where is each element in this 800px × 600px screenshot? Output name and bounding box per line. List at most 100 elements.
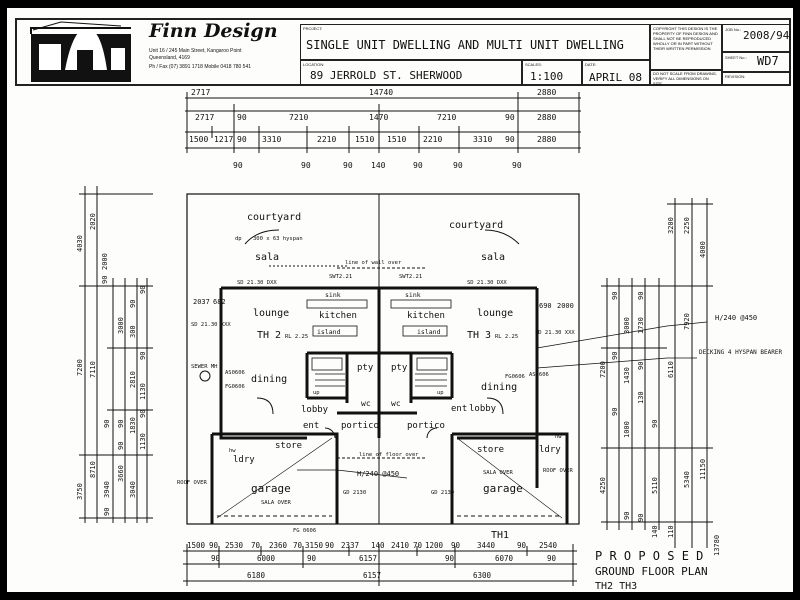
bottom-dim-1-g: 3150 xyxy=(305,541,324,550)
job-cell xyxy=(722,24,791,52)
top-dim-3-g: 1510 xyxy=(387,135,406,144)
top-dim-3-j: 90 xyxy=(505,135,515,144)
project-cell xyxy=(300,24,650,60)
unit-th3: TH 3 xyxy=(467,330,491,341)
bottom-dim-3-c: 6300 xyxy=(473,571,492,580)
note-lintel-left: RL 2.25 xyxy=(285,334,308,340)
right-dim-fine-14: 90 xyxy=(623,512,631,520)
top-dim-3-h: 2210 xyxy=(423,135,442,144)
plan-title-proposed: P R O P O S E D xyxy=(595,549,703,563)
left-dimension-lines xyxy=(79,186,153,523)
room-kitchen-right: kitchen xyxy=(407,311,445,321)
right-dim-mid-4: 6110 xyxy=(667,361,675,378)
note-floor-over: line of floor over xyxy=(359,452,419,458)
bottom-dim-2-a: 90 xyxy=(211,554,221,563)
top-dim-1-a: 2717 xyxy=(191,88,210,97)
job-label: JOB No.: xyxy=(725,27,742,32)
right-dim-inner-3: 2250 xyxy=(683,217,691,234)
note-fg-bottom: FG 0606 xyxy=(293,528,316,534)
bottom-dim-1-h: 90 xyxy=(325,541,335,550)
right-dimension-lines xyxy=(601,198,713,548)
top-dim-2-c: 7210 xyxy=(289,113,308,122)
bottom-dim-2-f: 6070 xyxy=(495,554,514,563)
left-dim-fine-13: 3040 xyxy=(129,481,137,498)
room-store-right: store xyxy=(477,445,504,455)
location-cell xyxy=(300,60,522,86)
sink-left-label: sink xyxy=(325,291,341,299)
bottom-dim-3-b: 6157 xyxy=(363,571,381,580)
top-dim-3-i: 3310 xyxy=(473,135,492,144)
top-dim-2-a: 2717 xyxy=(195,113,214,122)
right-dim-outer-3: 13780 xyxy=(713,535,721,556)
scale-label: SCALES: xyxy=(525,62,542,67)
top-dim-3-e: 2210 xyxy=(317,135,336,144)
left-dim-inner-1: 2000 xyxy=(101,253,109,270)
bottom-dim-1-m: 1200 xyxy=(425,541,444,550)
note-sw-left: SWT2.21 xyxy=(329,274,352,280)
bottom-dim-1-o: 3440 xyxy=(477,541,496,550)
room-courtyard-left: courtyard xyxy=(247,212,301,223)
note-sd-right-2: SD 21.30 XXX xyxy=(535,330,575,336)
room-pty-right: pty xyxy=(391,363,408,373)
firm-address-2: Queensland, 4169 xyxy=(149,55,190,61)
note-beam-right: H/240 @450 xyxy=(715,314,757,322)
top-dimension-lines xyxy=(185,92,581,153)
right-dim-fine-11: 140 xyxy=(651,525,659,538)
left-dim-mid-2: 7110 xyxy=(89,361,97,378)
sewer-manhole xyxy=(199,370,211,382)
project-label: PROJECT: xyxy=(303,26,323,31)
right-dim-mid-3: 3200 xyxy=(667,217,675,234)
top-dim-2-d: 1470 xyxy=(369,113,388,122)
note-sala-over-right: SALA OVER xyxy=(483,470,513,476)
left-dim-fine-1: 90 xyxy=(129,300,137,308)
note-dp: dp xyxy=(235,236,242,242)
room-courtyard-right: courtyard xyxy=(449,220,503,231)
note-roof-over-left: ROOF OVER xyxy=(177,480,207,486)
note-sw-right: SWT2.21 xyxy=(399,274,422,280)
right-dim-fine-4: 90 xyxy=(611,352,619,360)
island-left-label: island xyxy=(317,328,341,336)
top-dim-4-c: 90 xyxy=(343,161,353,170)
kitchen-bench-right xyxy=(390,299,452,309)
right-dim-fine-12: 90 xyxy=(637,514,645,522)
bottom-dim-2-c: 90 xyxy=(307,554,317,563)
bottom-dim-1-i: 2337 xyxy=(341,541,359,550)
room-ldry-left: ldry xyxy=(233,455,255,465)
copyright-note: COPYRIGHT THIS DESIGN IS THE PROPERTY OF… xyxy=(653,26,718,51)
bottom-dim-1-j: 140 xyxy=(371,541,385,550)
left-dim-fine-14: 90 xyxy=(103,508,111,516)
note-sala-over-left: SALA OVER xyxy=(261,500,291,506)
note-dim-right: 690 xyxy=(539,302,552,310)
left-dim-fine-9: 90 xyxy=(117,420,125,428)
top-dim-2-e: 7210 xyxy=(437,113,456,122)
bottom-dim-1-b: 90 xyxy=(209,541,219,550)
room-sala-left: sala xyxy=(255,252,279,263)
note-sd-left-1: SD 21.30 DXX xyxy=(237,280,277,286)
top-dim-4-a: 90 xyxy=(233,161,243,170)
top-dim-3-c: 90 xyxy=(237,135,247,144)
note-hw-left: hw xyxy=(229,448,236,454)
kitchen-bench-left xyxy=(306,299,368,309)
room-ldry-right: ldry xyxy=(539,445,561,455)
location-label: LOCATION: xyxy=(303,62,325,67)
note-sd-right-1: SD 21.30 DXX xyxy=(467,280,507,286)
bottom-dim-1-n: 90 xyxy=(451,541,461,550)
note-sewer: SEWER MH xyxy=(191,364,218,370)
building-walls xyxy=(210,286,569,524)
site-boundary xyxy=(186,193,580,525)
firm-address-1: Unit 16 / 245 Main Street, Kangaroo Poin… xyxy=(149,48,242,54)
left-dim-inner-3: 3000 xyxy=(117,317,125,334)
note-up-right: up xyxy=(437,390,444,396)
top-dim-2-b: 90 xyxy=(237,113,247,122)
island-right xyxy=(402,325,448,337)
scale-value: 1:100 xyxy=(530,70,564,83)
plan-title-units: TH2 TH3 xyxy=(595,581,637,592)
right-dim-fine-6: 90 xyxy=(637,362,645,370)
island-right-label: island xyxy=(417,328,441,336)
left-dim-fine-3: 300 xyxy=(129,325,137,338)
room-wc-left: wc xyxy=(361,399,371,408)
note-hw-right: hw xyxy=(555,434,562,440)
room-portico-left: portico xyxy=(341,421,379,431)
right-dim-inner-1: 3000 xyxy=(623,317,631,334)
unit-th2: TH 2 xyxy=(257,330,281,341)
